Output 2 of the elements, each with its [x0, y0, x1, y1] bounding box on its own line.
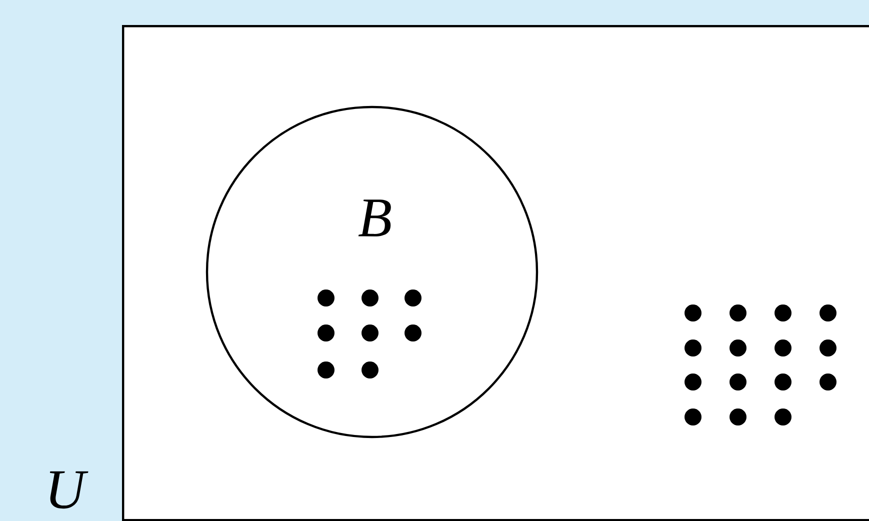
set-label: U — [50, 471, 88, 509]
set-label: B — [358, 200, 391, 236]
